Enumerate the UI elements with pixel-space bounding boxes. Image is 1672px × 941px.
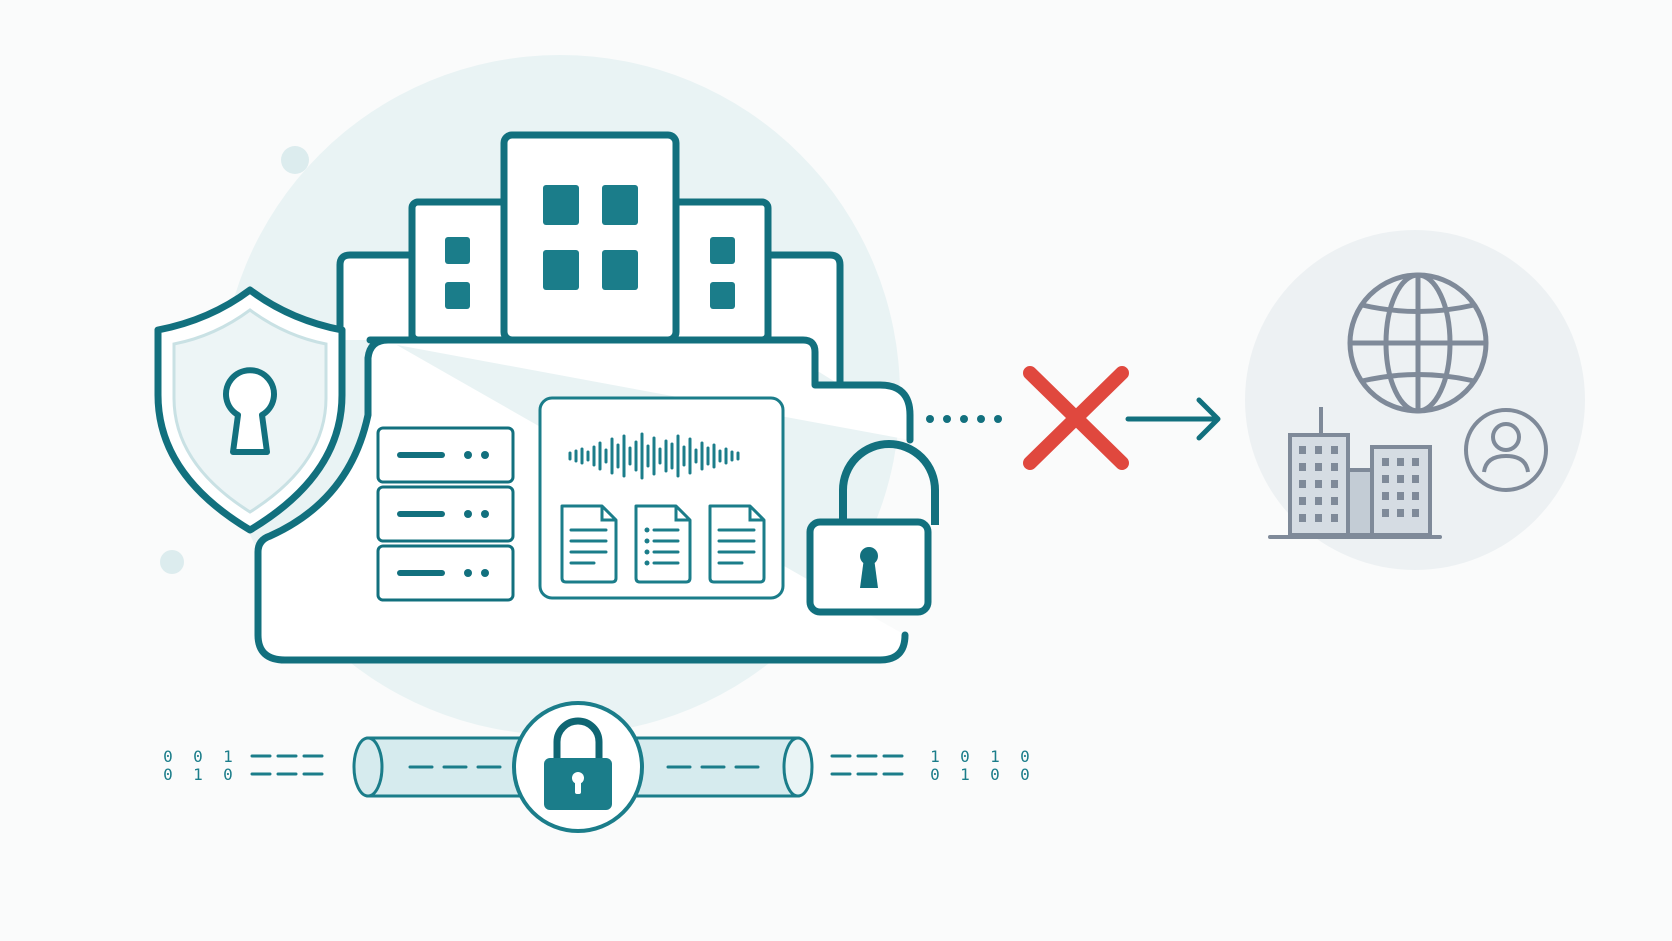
padlock-icon	[806, 440, 939, 616]
building-window	[1397, 509, 1404, 517]
building-window	[1382, 509, 1389, 517]
server-indicators	[397, 451, 489, 577]
external-zone	[1245, 230, 1585, 570]
dotted-line	[926, 415, 1002, 423]
building-window	[1412, 492, 1419, 500]
padlock-icon	[512, 701, 644, 833]
binary-digit: 0	[1020, 765, 1030, 784]
window	[543, 250, 579, 290]
data-panel	[538, 396, 785, 600]
window	[445, 282, 470, 309]
building-window	[1315, 497, 1322, 505]
window	[445, 237, 470, 264]
windows	[445, 185, 735, 309]
building-window	[1299, 463, 1306, 471]
building-window	[1299, 446, 1306, 454]
building-window	[1315, 446, 1322, 454]
padlock-shackle	[839, 440, 939, 525]
building-window	[1331, 514, 1338, 522]
binary-digit: 1	[990, 747, 1000, 766]
city-buildings-icon	[1268, 407, 1442, 539]
blocked-connection	[926, 366, 1221, 470]
center-tower	[500, 131, 680, 344]
building-window	[1412, 475, 1419, 483]
building-window	[1331, 446, 1338, 454]
binary-digit: 0	[990, 765, 1000, 784]
building-window	[1331, 480, 1338, 488]
building-window	[1412, 458, 1419, 466]
building-window	[1299, 480, 1306, 488]
building-window	[1331, 463, 1338, 471]
building-window	[1331, 497, 1338, 505]
binary-digit: 1	[960, 765, 970, 784]
dash-stream	[250, 754, 904, 776]
binary-digit: 0	[930, 765, 940, 784]
document-icon	[560, 504, 618, 584]
window	[543, 185, 579, 225]
decor-dot	[160, 550, 184, 574]
arrow-right-icon	[1125, 397, 1221, 441]
building-window	[1397, 492, 1404, 500]
right-tower	[668, 198, 772, 344]
binary-digit: 1	[930, 747, 940, 766]
document-icon	[634, 504, 692, 584]
building-window	[1382, 492, 1389, 500]
audio-waveform-icon	[568, 432, 740, 480]
document-icon	[708, 504, 766, 584]
window	[710, 282, 735, 309]
window	[710, 237, 735, 264]
binary-digit: 0	[960, 747, 970, 766]
window	[602, 250, 638, 290]
server-unit	[376, 485, 515, 543]
building-window	[1397, 475, 1404, 483]
left-tower	[408, 198, 512, 344]
right-wing-outline	[764, 251, 844, 389]
binary-digit: 0	[193, 747, 203, 766]
shield-keyhole-icon	[154, 286, 346, 534]
binary-digit: 0	[163, 765, 173, 784]
building-window	[1382, 475, 1389, 483]
binary-digit: 1	[223, 747, 233, 766]
building-window	[1315, 480, 1322, 488]
binary-digit: 1	[193, 765, 203, 784]
window	[602, 185, 638, 225]
building-window	[1315, 463, 1322, 471]
binary-digit: 0	[223, 765, 233, 784]
building-window	[1299, 497, 1306, 505]
building-window	[1315, 514, 1322, 522]
globe-icon	[1347, 272, 1489, 414]
building-window	[1397, 458, 1404, 466]
building-window	[1299, 514, 1306, 522]
red-x-icon	[1023, 366, 1129, 470]
building-window	[1412, 509, 1419, 517]
building-window	[1382, 458, 1389, 466]
decor-dot	[281, 146, 309, 174]
server-unit	[376, 426, 515, 484]
user-avatar-icon	[1464, 408, 1548, 492]
documents	[560, 504, 766, 584]
server-unit	[376, 544, 515, 602]
left-wing-outline	[336, 251, 416, 344]
binary-digit: 0	[163, 747, 173, 766]
shield-keyhole	[223, 367, 277, 455]
server-rack-icon	[376, 426, 515, 602]
binary-digit: 0	[1020, 747, 1030, 766]
